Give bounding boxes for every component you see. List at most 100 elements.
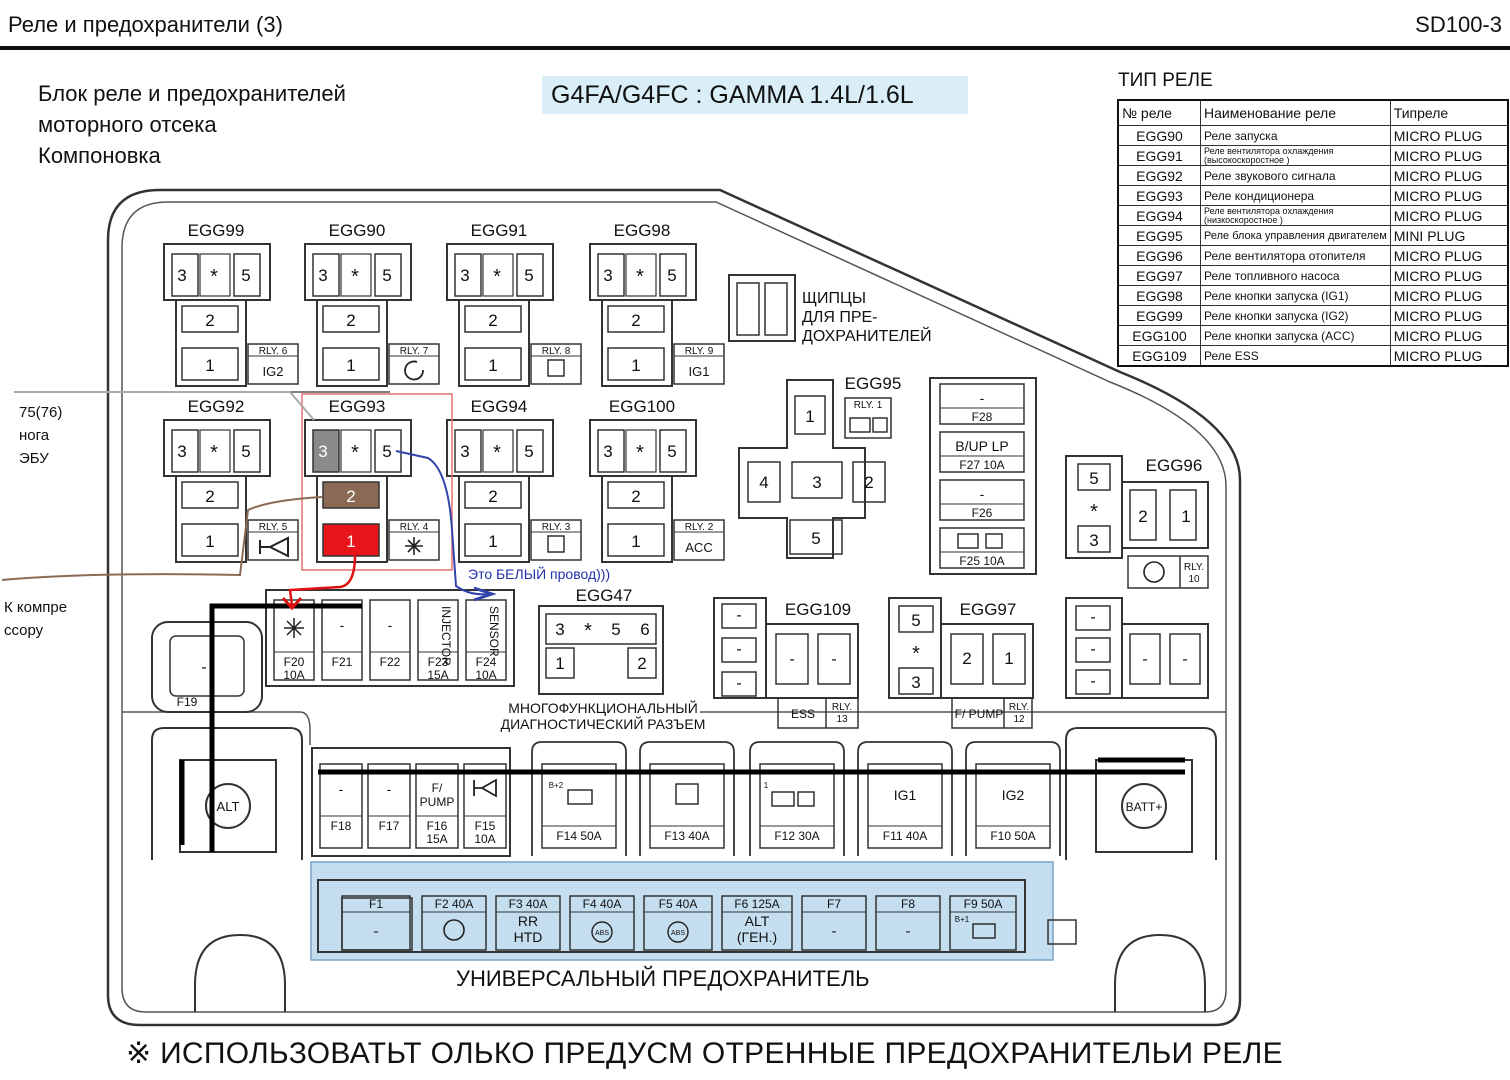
fuse-housing <box>531 741 627 856</box>
relay-name: EGG90 <box>329 221 386 240</box>
relay-pin-2 <box>181 305 239 333</box>
relay-top-block <box>163 243 271 301</box>
egg109-label: EGG109 <box>784 600 852 619</box>
relay-pin-star <box>482 429 514 473</box>
red-wire-arrow <box>281 596 303 611</box>
egg95-label: EGG95 <box>844 374 902 393</box>
fuse-name: F6 125A <box>734 897 779 911</box>
fuse-function: - <box>387 781 392 797</box>
relay-tag-box <box>388 343 440 385</box>
fuse-puller-label-line: ДЛЯ ПРЕ- <box>802 309 878 326</box>
pin-label: 3 <box>1089 531 1098 550</box>
fuse-name: F20 <box>284 655 305 669</box>
fuse-body <box>721 895 793 951</box>
pin-label: 5 <box>382 266 391 285</box>
relay-pin-1 <box>181 523 239 557</box>
fuse-puller-label-line: ЩИПЦЫ <box>802 290 866 307</box>
fuse-body <box>939 431 1025 473</box>
abs-icon <box>591 921 613 943</box>
fuse-body <box>949 895 1017 951</box>
fuse-name: F7 <box>827 897 841 911</box>
relay-name: EGG94 <box>471 397 528 416</box>
pin-label: - <box>1090 673 1095 690</box>
table-cell: MINI PLUG <box>1389 225 1509 246</box>
fuse-body <box>759 763 835 849</box>
mid-fuse: -F21 <box>321 599 363 681</box>
pin-label: 2 <box>1138 507 1147 526</box>
relay-pin-5 <box>233 253 261 297</box>
page-title: Реле и предохранители (3) <box>8 12 283 37</box>
relay-pin-5 <box>233 429 261 473</box>
multi-fuse: F2 40A <box>421 895 487 951</box>
pin-label: 1 <box>555 654 564 673</box>
fuse-name: F12 30A <box>774 829 819 843</box>
fan-icon <box>675 783 699 805</box>
relay-tag-box <box>673 343 725 385</box>
relay-name: EGG100 <box>609 397 675 416</box>
pin-label: 2 <box>864 473 873 492</box>
relay-tag-box <box>247 519 299 561</box>
horn-icon <box>473 778 497 798</box>
relay-body <box>601 476 673 563</box>
relay-number: 12 <box>1013 714 1025 725</box>
relay-pin-5 <box>374 253 402 297</box>
relay-body <box>316 300 388 387</box>
engine-icon <box>957 533 979 549</box>
pin-label: 1 <box>488 356 497 375</box>
pin-label: 2 <box>205 487 214 506</box>
relay-top-block <box>304 419 412 477</box>
pin-label: * <box>210 266 218 288</box>
ecu-pin-note: 75(76) нога ЭБУ <box>19 401 62 470</box>
relay-top-block <box>589 243 697 301</box>
lower-fuse-frame <box>311 747 511 857</box>
batt-terminal <box>1065 727 1217 860</box>
pin-label: 2 <box>637 654 646 673</box>
egg47-connector <box>538 605 664 695</box>
pin-label: 3 <box>318 442 327 461</box>
fuse-name: F28 <box>972 410 993 424</box>
mid-fuse: -F22 <box>369 599 411 681</box>
fuse-body <box>367 763 411 849</box>
pin-label: 3 <box>460 266 469 285</box>
fuse-puller-label-line: ДОХРАНИТЕЛЕЙ <box>802 328 932 345</box>
relay-pin-star <box>482 253 514 297</box>
relay-pin-5 <box>659 429 687 473</box>
ecu-pin-note-line: нога <box>19 427 50 444</box>
fuse-function: RR <box>518 913 538 929</box>
relay-top-block <box>304 243 412 301</box>
pin-label: 1 <box>346 532 355 551</box>
relay-pin-5 <box>374 429 402 473</box>
pin-label: 3 <box>603 442 612 461</box>
right-fuse: F25 10A <box>939 527 1025 569</box>
pin-label: 3 <box>603 266 612 285</box>
fuse-function: ALT <box>745 913 770 929</box>
relay-number: RLY. 1 <box>854 400 883 411</box>
egg96-relay-socket <box>1065 455 1209 589</box>
relay-pin-1 <box>181 347 239 381</box>
snowflake-icon <box>405 537 423 555</box>
engine-icon <box>849 417 871 433</box>
fuse-body <box>643 895 713 951</box>
fuse-function: IG2 <box>1002 787 1025 803</box>
fuse-body <box>321 599 363 681</box>
fuse-name: F4 40A <box>583 897 622 911</box>
pin-label: * <box>912 643 920 665</box>
pin-label: 2 <box>346 487 355 506</box>
relay-pin-3 <box>454 253 482 297</box>
relay-body <box>316 476 388 563</box>
relay-tag-box <box>247 343 299 385</box>
fuse-housing <box>749 741 845 856</box>
bus-bar-left <box>209 603 362 852</box>
pin-label: 1 <box>205 356 214 375</box>
pin-label: 5 <box>667 442 676 461</box>
